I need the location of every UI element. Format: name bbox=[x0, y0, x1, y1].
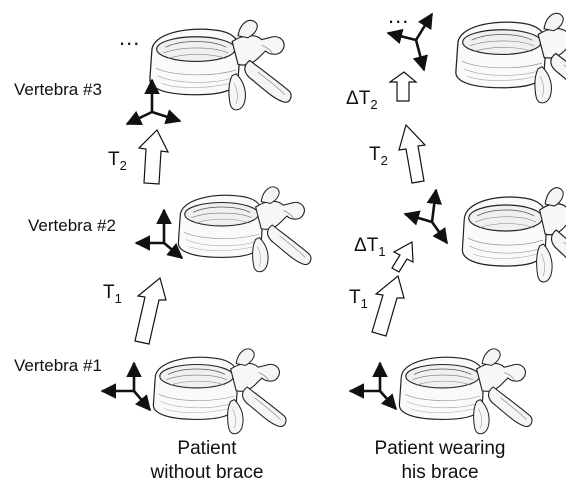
axis-frame-vertebra-1-left bbox=[102, 363, 150, 410]
transform-label-delta-t2-right: ΔT2 bbox=[346, 89, 378, 115]
caption-left-line2: without brace bbox=[122, 461, 292, 485]
vertebra-3-right bbox=[456, 13, 566, 103]
vertebra-2-label: Vertebra #2 bbox=[28, 216, 116, 236]
transform-label-t1-left: T1 bbox=[103, 283, 122, 309]
transform-arrow-delta-t1-right bbox=[392, 242, 413, 272]
axis-frame-vertebra-1-right bbox=[350, 363, 396, 409]
vertebra-3-label: Vertebra #3 bbox=[14, 80, 102, 100]
transform-label-t1-right: T1 bbox=[349, 288, 368, 314]
caption-left: Patient without brace bbox=[122, 437, 292, 485]
transform-label-delta-t1-right: ΔT1 bbox=[354, 236, 386, 262]
axis-frame-vertebra-2-right bbox=[405, 190, 447, 243]
transform-arrow-t2-left bbox=[139, 130, 168, 184]
transform-label-t2-right: T2 bbox=[369, 145, 388, 171]
transform-arrow-delta-t2-right bbox=[390, 72, 416, 101]
caption-left-line1: Patient bbox=[122, 437, 292, 461]
vertebra-3-left bbox=[150, 20, 291, 110]
caption-right: Patient wearing his brace bbox=[340, 437, 540, 485]
vertebra-1-right bbox=[399, 349, 532, 434]
vertebra-1-left bbox=[153, 349, 286, 434]
caption-right-line1: Patient wearing bbox=[340, 437, 540, 461]
transform-arrow-t1-left bbox=[135, 278, 166, 344]
vertebra-2-right bbox=[462, 188, 566, 282]
axis-frame-vertebra-2-left bbox=[136, 210, 182, 258]
caption-right-line2: his brace bbox=[340, 461, 540, 485]
ellipsis-left: ... bbox=[119, 28, 140, 48]
vertebra-2-left bbox=[178, 187, 311, 272]
vertebra-1-label: Vertebra #1 bbox=[14, 356, 102, 376]
transform-arrow-t2-right bbox=[399, 125, 425, 183]
transform-arrow-t1-right bbox=[372, 276, 404, 336]
ellipsis-right: ... bbox=[388, 6, 409, 26]
transform-label-t2-left: T2 bbox=[108, 150, 127, 176]
